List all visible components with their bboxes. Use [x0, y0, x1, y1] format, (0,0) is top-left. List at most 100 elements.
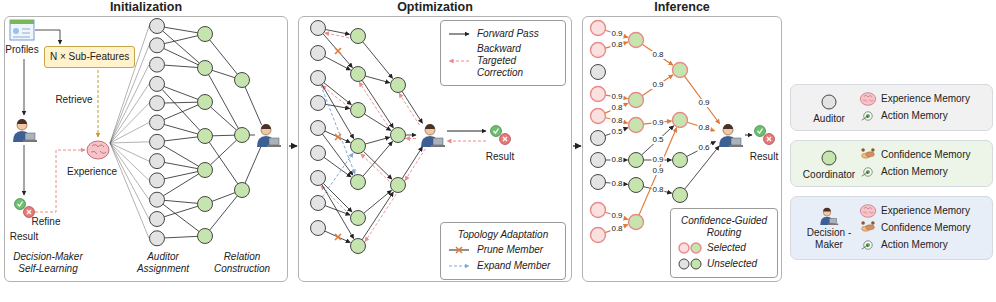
agent-node: [198, 129, 213, 144]
link-line: [164, 137, 197, 141]
agent-node: [822, 95, 836, 109]
agent-node: [150, 19, 165, 34]
link-line: [361, 154, 390, 182]
brain-fold: [863, 207, 874, 214]
target-arrow: [862, 116, 868, 120]
agent-node: [351, 103, 366, 118]
agent-node: [673, 113, 688, 128]
agent-node: [591, 21, 606, 36]
link-line: [211, 107, 237, 130]
person-hair: [823, 208, 831, 212]
annotation-label: Auditor Assignment: [134, 251, 192, 275]
legend-row: Forward Pass: [447, 27, 559, 41]
link-line: [325, 231, 350, 242]
link-line: [684, 76, 719, 124]
link-line: [322, 84, 354, 138]
agent-node: [311, 121, 326, 136]
link-line: [322, 184, 354, 238]
shape-layer: [10, 19, 775, 254]
role-box: CoordinatorConfidence MemoryAction Memor…: [790, 140, 993, 187]
laptop-base: [431, 145, 445, 147]
link-line: [110, 143, 149, 161]
person-dot: [861, 221, 865, 225]
link-line: [639, 128, 677, 215]
reject-mark: [764, 134, 775, 145]
memory-icon: [861, 148, 874, 158]
link-line: [164, 27, 197, 33]
role-box: AuditorExperience MemoryAction Memory: [790, 84, 993, 131]
person-hair: [723, 124, 733, 129]
agent-node: [235, 73, 250, 88]
check-mark: [494, 129, 499, 134]
link-line: [447, 131, 486, 132]
agent-node: [351, 139, 366, 154]
legend-row: Selected: [677, 241, 771, 255]
decision-maker-icon: [820, 208, 838, 225]
weight-value: 0.8: [610, 117, 623, 125]
legend-sample: [679, 243, 701, 253]
link-line: [402, 91, 422, 123]
annotation-label: Experience: [67, 166, 117, 178]
link-line: [164, 206, 198, 217]
label-text: Prune Member: [477, 244, 543, 256]
laptop: [269, 138, 279, 145]
profile-lines: [13, 29, 30, 37]
link-line: [643, 187, 671, 193]
link-line: [687, 141, 716, 156]
laptop: [25, 133, 35, 140]
legend-sample: [447, 27, 473, 41]
check-mark: [758, 129, 763, 134]
person-dot: [871, 148, 875, 152]
link-line: [685, 146, 720, 189]
legend-row: Prune Member: [447, 243, 559, 257]
agent-node: [150, 96, 165, 111]
accept-mark: [755, 126, 766, 137]
annotation-label: Retrieve: [55, 94, 92, 106]
agent-node: [150, 38, 165, 53]
label-text: Initialization: [4, 0, 288, 14]
agent-node: [391, 78, 406, 93]
memory-icon: [862, 168, 873, 176]
annotation-label: Result: [750, 151, 778, 163]
link-line: [110, 65, 149, 143]
role-column: Decision -Maker: [799, 205, 859, 251]
profile-avatar: [13, 28, 19, 34]
legend-sample: [677, 257, 703, 271]
link-line: [110, 26, 149, 143]
role-symbol: [818, 91, 840, 113]
link-line: [605, 103, 628, 113]
link-line: [164, 65, 197, 67]
link-line: [325, 33, 349, 38]
link-line: [210, 140, 236, 165]
link-line: [212, 70, 235, 77]
legend-sample: [447, 243, 473, 257]
label-text: Action Memory: [881, 239, 948, 251]
agent-node: [679, 259, 689, 269]
agent-node: [198, 229, 213, 244]
link-line: [323, 34, 353, 68]
agent-node: [150, 212, 165, 227]
memory-row: Experience Memory: [859, 203, 984, 219]
decision-maker-icon: [421, 124, 445, 147]
agent-node: [591, 87, 606, 102]
agent-node: [235, 128, 250, 143]
legend-sample: [679, 259, 701, 269]
cross-mark: [503, 137, 507, 141]
memory-icon: [860, 205, 875, 218]
legend-row: Confidence-Guided Routing: [677, 215, 771, 239]
agent-node: [391, 128, 406, 143]
agent-node: [150, 154, 165, 169]
weight-value: 0.5: [610, 128, 623, 136]
weight-value: 0.9: [610, 212, 623, 220]
memory-icon: [859, 203, 877, 219]
memory-row: Action Memory: [859, 237, 984, 253]
agent-node: [591, 175, 606, 190]
brain-fold: [863, 95, 874, 102]
agent-node: [629, 93, 644, 108]
agent-node: [311, 171, 326, 186]
reject-mark: [24, 207, 35, 218]
link-line: [449, 61, 469, 62]
check-mark: [18, 202, 23, 207]
legend-sample: [447, 54, 473, 68]
label-text: Decision -Maker: [799, 227, 859, 251]
